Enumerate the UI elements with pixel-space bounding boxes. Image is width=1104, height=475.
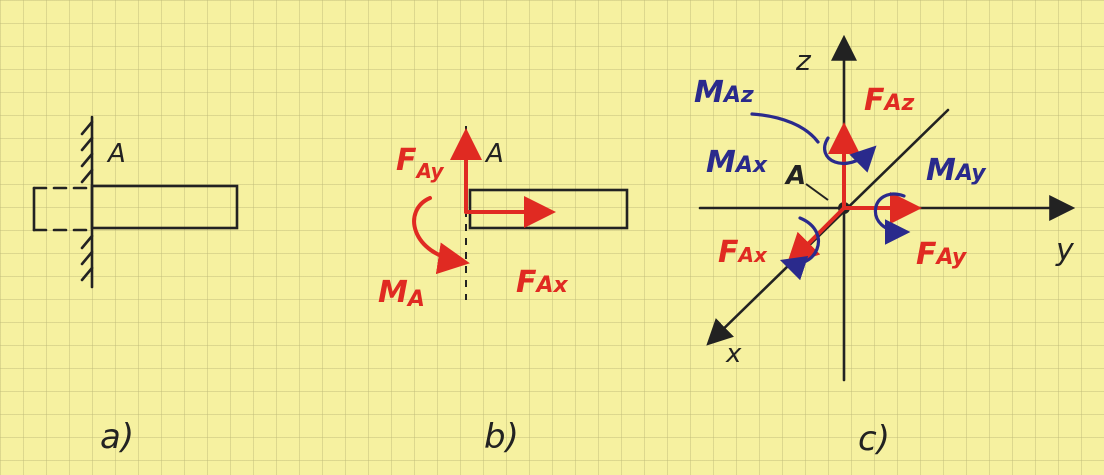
faz-label: FAz: [864, 83, 915, 118]
point-a-leader: [805, 183, 829, 201]
x-axis-label: x: [725, 339, 742, 369]
beam-b: [468, 188, 629, 230]
beam-a: [90, 184, 239, 230]
panel-b-point-label: A: [484, 139, 504, 169]
may-moment-arrow: [873, 192, 911, 245]
panel-a-point-label: A: [106, 139, 126, 169]
panel-a-cantilever: A a): [32, 115, 239, 457]
may-label: MAy: [926, 153, 987, 188]
maz-leader-line: [750, 112, 820, 144]
fay-label-3d: FAy: [916, 237, 968, 272]
max-moment-arrow: [779, 216, 820, 281]
panel-c-3d-reactions: z y x A FAz FAy FAx MAz MAx MAy c): [694, 34, 1076, 459]
fay-label: FAy: [396, 143, 445, 183]
ma-label: MA: [378, 275, 425, 312]
maz-label: MAz: [694, 75, 754, 110]
max-label: MAx: [706, 145, 768, 180]
fax-label-3d: FAx: [718, 235, 768, 270]
panel-c-caption: c): [858, 419, 890, 459]
panel-b-free-body: A FAy FAx MA b): [378, 126, 629, 457]
y-axis-label: y: [1055, 233, 1075, 268]
z-axis-label: z: [795, 44, 812, 77]
panel-a-caption: a): [100, 417, 134, 457]
x-axis: [706, 108, 950, 346]
maz-moment-arrow: [823, 136, 877, 173]
fax-label: FAx: [516, 265, 569, 300]
panel-c-point-label: A: [784, 161, 806, 191]
ma-moment-arrow: [412, 196, 470, 275]
cross-section-dashes: [32, 186, 88, 232]
panel-b-caption: b): [484, 417, 519, 457]
wall-hatching: [80, 120, 94, 282]
